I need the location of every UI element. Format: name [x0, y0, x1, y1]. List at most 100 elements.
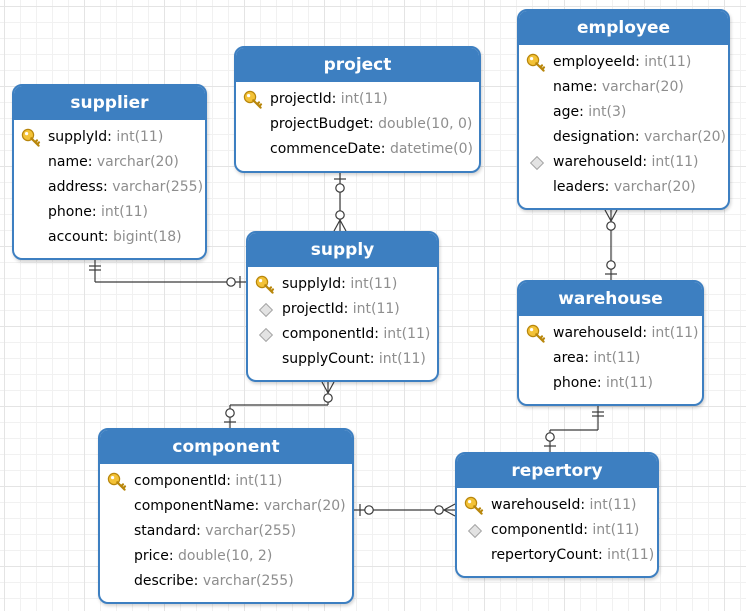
- field-name: age: [553, 104, 580, 120]
- field-row[interactable]: componentId: int(11): [100, 469, 352, 494]
- field-type: int(11): [592, 522, 640, 538]
- field-separator: :: [369, 351, 379, 367]
- field-row[interactable]: warehouseId: int(11): [457, 493, 657, 518]
- connector-segment: [610, 209, 618, 222]
- connector-segment: [321, 381, 329, 394]
- optional-circle: [606, 221, 616, 231]
- field-separator: :: [642, 154, 652, 170]
- optional-circle: [606, 260, 616, 270]
- field-name: name: [48, 154, 88, 170]
- field-separator: :: [91, 204, 101, 220]
- field-name: price: [134, 548, 169, 564]
- optional-circle: [226, 277, 236, 287]
- field-separator: :: [374, 326, 384, 342]
- field-type: int(11): [100, 204, 148, 220]
- field-type: varchar(20): [263, 498, 346, 514]
- field-row[interactable]: standard: varchar(255): [100, 519, 352, 544]
- field-name: projectId: [270, 91, 332, 107]
- field-name: projectId: [282, 301, 344, 317]
- field-row[interactable]: designation: varchar(20): [519, 125, 728, 150]
- field-row[interactable]: area: int(11): [519, 346, 702, 371]
- field-separator: :: [196, 523, 206, 539]
- field-row[interactable]: warehouseId: int(11): [519, 321, 702, 346]
- field-name: designation: [553, 129, 635, 145]
- field-name: componentId: [282, 326, 375, 342]
- table-title[interactable]: project: [236, 48, 479, 82]
- field-row[interactable]: componentName: varchar(20): [100, 494, 352, 519]
- field-type: int(11): [605, 375, 653, 391]
- field-name: standard: [134, 523, 197, 539]
- field-separator: :: [583, 522, 593, 538]
- field-row[interactable]: projectBudget: double(10, 0): [236, 112, 479, 137]
- field-row[interactable]: repertoryCount: int(11): [457, 543, 657, 568]
- field-separator: :: [579, 104, 589, 120]
- field-type: int(11): [116, 129, 164, 145]
- field-type: varchar(255): [202, 573, 294, 589]
- field-separator: :: [380, 141, 390, 157]
- field-name: projectBudget: [270, 116, 369, 132]
- field-type: int(11): [593, 350, 641, 366]
- field-row[interactable]: age: int(3): [519, 100, 728, 125]
- field-row[interactable]: commenceDate: datetime(0): [236, 137, 479, 162]
- field-name: componentId: [134, 473, 227, 489]
- primary-key-icon: [526, 53, 546, 73]
- field-name: commenceDate: [270, 141, 381, 157]
- field-row[interactable]: supplyCount: int(11): [248, 347, 437, 372]
- field-row[interactable]: price: double(10, 2): [100, 544, 352, 569]
- field-type: double(10, 0): [378, 116, 473, 132]
- field-row[interactable]: phone: int(11): [14, 200, 205, 225]
- field-type: int(11): [383, 326, 431, 342]
- field-name: warehouseId: [553, 325, 643, 341]
- field-name: componentName: [134, 498, 255, 514]
- field-list: supplyId: int(11)name: varchar(20)addres…: [14, 120, 205, 250]
- table-title[interactable]: supplier: [14, 86, 205, 120]
- field-row[interactable]: supplyId: int(11): [14, 125, 205, 150]
- table-title[interactable]: repertory: [457, 454, 657, 488]
- field-list: projectId: int(11)projectBudget: double(…: [236, 82, 479, 162]
- field-name: componentId: [491, 522, 584, 538]
- table-title[interactable]: component: [100, 430, 352, 464]
- table-title[interactable]: supply: [248, 233, 437, 267]
- field-row[interactable]: warehouseId: int(11): [519, 150, 728, 175]
- field-name: name: [553, 79, 593, 95]
- field-separator: :: [634, 129, 645, 145]
- table-title[interactable]: employee: [519, 11, 728, 45]
- field-row[interactable]: componentId: int(11): [248, 322, 437, 347]
- field-row[interactable]: name: varchar(20): [14, 150, 205, 175]
- field-row[interactable]: projectId: int(11): [236, 87, 479, 112]
- field-type: int(11): [340, 91, 388, 107]
- field-type: datetime(0): [389, 141, 473, 157]
- field-list: supplyId: int(11)projectId: int(11)compo…: [248, 267, 437, 372]
- field-separator: :: [642, 325, 652, 341]
- field-row[interactable]: supplyId: int(11): [248, 272, 437, 297]
- field-row[interactable]: address: varchar(255): [14, 175, 205, 200]
- field-name: describe: [134, 573, 194, 589]
- table-title[interactable]: warehouse: [519, 282, 702, 316]
- project-supply-relationship: [333, 173, 347, 232]
- field-list: warehouseId: int(11)componentId: int(11)…: [457, 488, 657, 568]
- field-row[interactable]: describe: varchar(255): [100, 569, 352, 594]
- field-row[interactable]: phone: int(11): [519, 371, 702, 396]
- field-separator: :: [635, 54, 645, 70]
- field-separator: :: [254, 498, 264, 514]
- field-row[interactable]: account: bigint(18): [14, 225, 205, 250]
- primary-key-icon: [107, 472, 127, 492]
- field-type: int(11): [651, 154, 699, 170]
- connector-segment: [339, 219, 347, 232]
- field-type: varchar(20): [613, 179, 696, 195]
- field-row[interactable]: componentId: int(11): [457, 518, 657, 543]
- field-name: supplyId: [282, 276, 342, 292]
- field-row[interactable]: leaders: varchar(20): [519, 175, 728, 200]
- field-row[interactable]: name: varchar(20): [519, 75, 728, 100]
- field-type: varchar(20): [96, 154, 179, 170]
- field-separator: :: [343, 301, 353, 317]
- field-row[interactable]: projectId: int(11): [248, 297, 437, 322]
- field-row[interactable]: employeeId: int(11): [519, 50, 728, 75]
